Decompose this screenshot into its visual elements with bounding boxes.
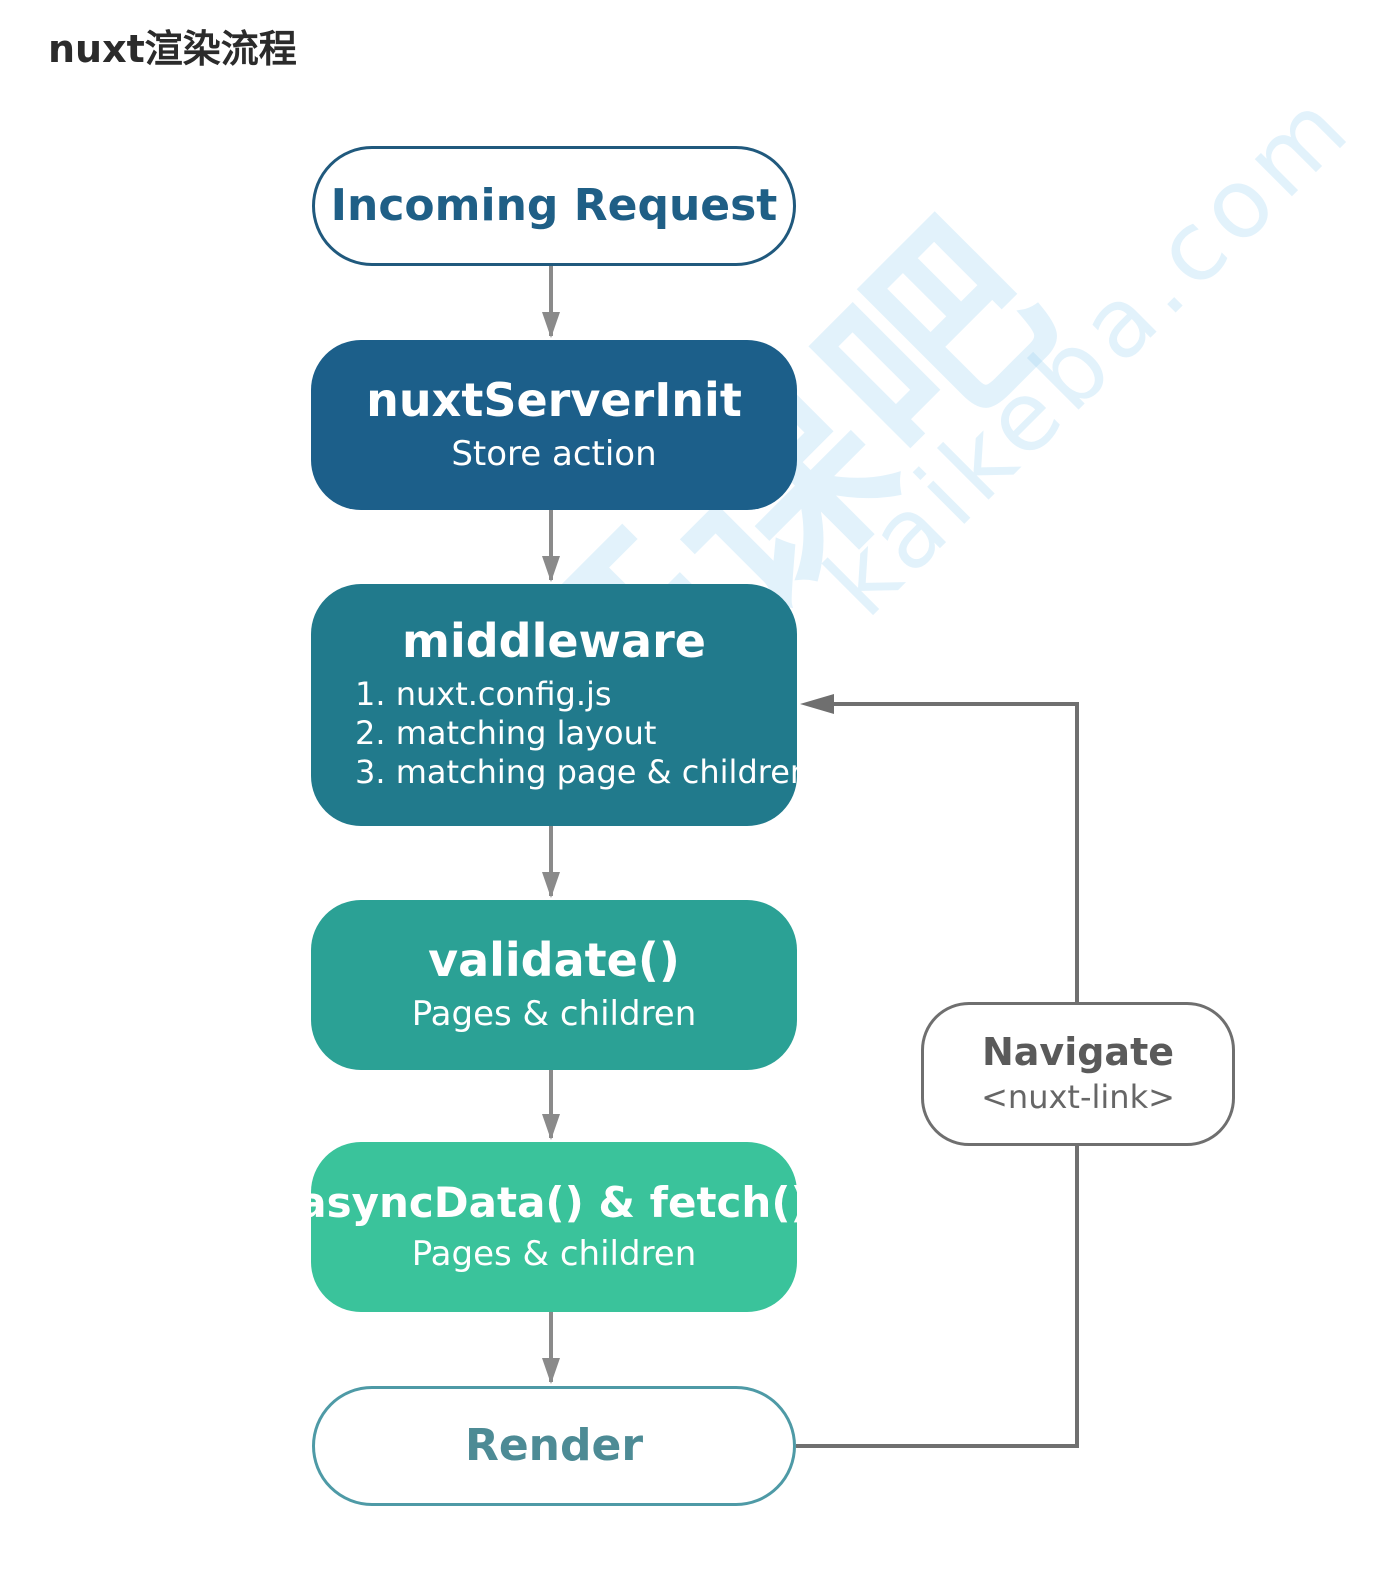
- middleware-item: 2. matching layout: [355, 713, 657, 752]
- arrowhead-incoming-to-serverinit: [542, 312, 560, 338]
- middleware-node: middleware 1. nuxt.config.js 2. matching…: [311, 584, 811, 826]
- arrowhead-middleware-to-validate: [542, 872, 560, 898]
- nuxt-server-init-subtitle: Store action: [451, 433, 657, 474]
- page-title: nuxt渲染流程: [48, 27, 297, 71]
- render-title: Render: [464, 1419, 644, 1471]
- loop-navigate-to-middleware: [832, 702, 1079, 1002]
- navigate-title: Navigate: [981, 1029, 1175, 1074]
- async-data-node: asyncData() & fetch() Pages & children: [298, 1142, 810, 1312]
- arrowhead-validate-to-async: [542, 1114, 560, 1140]
- validate-title: validate(): [428, 933, 680, 988]
- render-node: Render: [312, 1386, 796, 1506]
- incoming-request-node: Incoming Request: [312, 146, 796, 266]
- async-data-title: asyncData() & fetch(): [298, 1177, 810, 1227]
- validate-node: validate() Pages & children: [311, 900, 797, 1070]
- navigate-node: Navigate <nuxt-link>: [921, 1002, 1235, 1146]
- arrowhead-serverinit-to-middleware: [542, 556, 560, 582]
- middleware-item: 1. nuxt.config.js: [355, 674, 612, 713]
- nuxt-server-init-node: nuxtServerInit Store action: [311, 340, 797, 510]
- arrowhead-navigate-to-middleware: [800, 694, 834, 714]
- async-data-subtitle: Pages & children: [411, 1233, 697, 1274]
- navigate-subtitle: <nuxt-link>: [981, 1077, 1175, 1116]
- middleware-item: 3. matching page & children: [355, 752, 811, 791]
- middleware-list: 1. nuxt.config.js 2. matching layout 3. …: [311, 674, 811, 792]
- loop-render-to-navigate: [796, 1146, 1079, 1448]
- nuxt-server-init-title: nuxtServerInit: [366, 373, 742, 428]
- validate-subtitle: Pages & children: [411, 993, 697, 1034]
- middleware-title: middleware: [402, 614, 706, 668]
- incoming-request-title: Incoming Request: [330, 179, 778, 231]
- arrowhead-async-to-render: [542, 1358, 560, 1384]
